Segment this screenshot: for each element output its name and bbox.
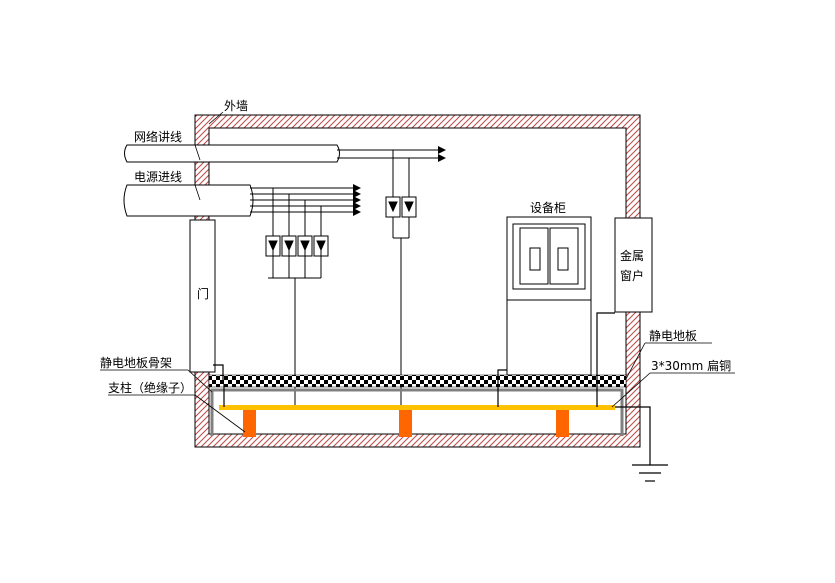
network-surge-protectors [385, 150, 417, 407]
power-cable [123, 184, 361, 217]
insulator-middle [399, 410, 412, 437]
cabinet-label: 设备柜 [530, 201, 566, 215]
insulator-left [243, 410, 256, 437]
outer-wall-label: 外墙 [224, 99, 248, 113]
leader-lines [100, 111, 735, 433]
antistatic-floor [208, 374, 627, 388]
antistatic-floor-label: 静电地板 [649, 329, 697, 343]
network-in-label: 网络讲线 [134, 129, 182, 144]
metal-window-label-1: 金属 [620, 248, 644, 263]
network-cable [124, 144, 446, 163]
metal-window-label-2: 窗户 [620, 268, 644, 283]
door [189, 219, 216, 373]
copper-strip [219, 405, 615, 410]
ground-leads [213, 312, 651, 465]
door-label: 门 [197, 286, 209, 301]
power-surge-protectors [265, 188, 329, 407]
floor-frame [210, 388, 624, 436]
insulator-right [556, 410, 569, 437]
ground-symbol [632, 464, 668, 482]
copper-strip-label: 3*30mm 扁铜 [651, 358, 731, 373]
support-label: 支柱（绝缘子） [108, 380, 192, 395]
power-in-label: 电源进线 [134, 170, 182, 184]
floor-frame-label: 静电地板骨架 [100, 356, 172, 370]
metal-window [614, 217, 653, 313]
equipment-cabinet [506, 216, 592, 376]
